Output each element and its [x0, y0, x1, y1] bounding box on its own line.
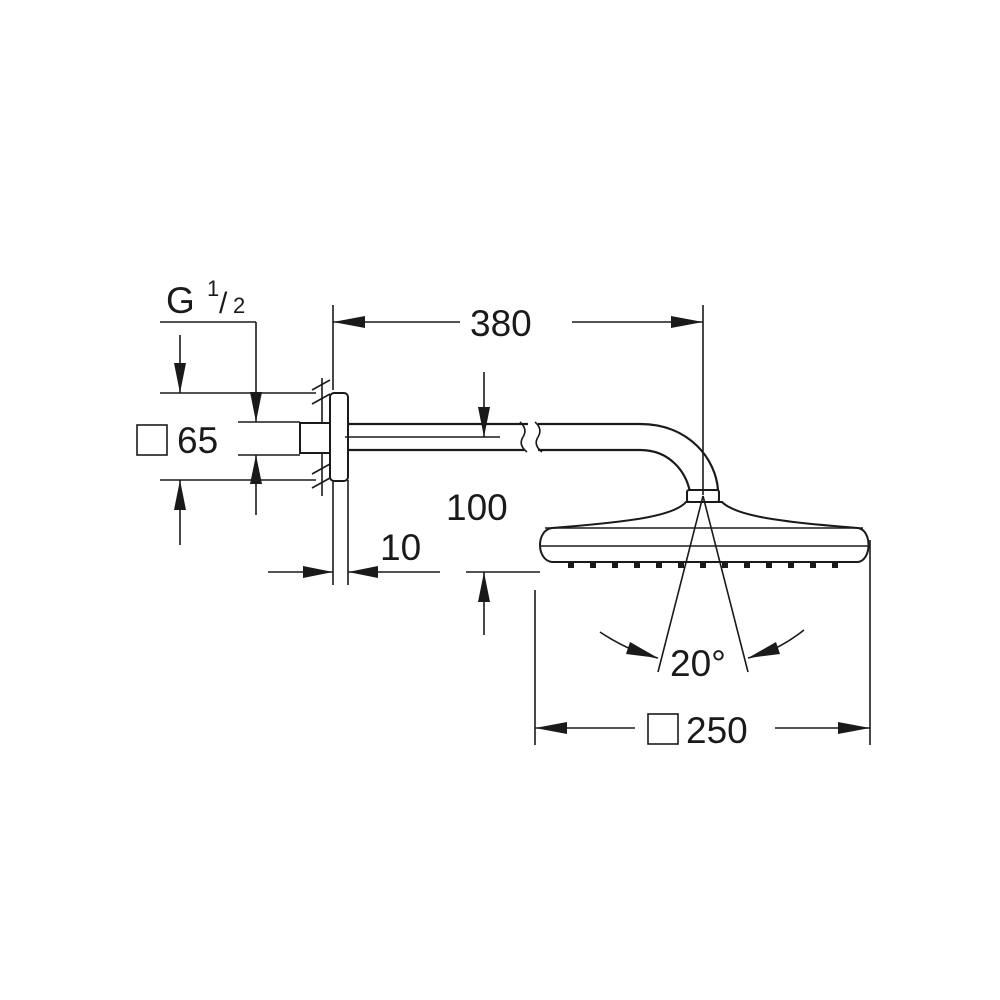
drop-height-value: 100 — [446, 487, 508, 528]
flange-size-value: 65 — [177, 420, 218, 461]
tilt-angle-dimension: 20° — [599, 495, 805, 684]
head-body — [539, 501, 870, 563]
shower-arm — [345, 421, 720, 493]
drop-height-dimension: 100 — [446, 372, 540, 635]
wall-flange — [299, 378, 349, 496]
thread-fraction-denominator: 2 — [233, 293, 245, 318]
thread-size-label: G 1 / 2 — [166, 276, 245, 321]
flange-depth-value: 10 — [380, 527, 421, 568]
thread-fraction-numerator: 1 — [207, 276, 219, 301]
flange-size-dimension: 65 — [136, 335, 316, 545]
square-symbol-icon — [136, 424, 168, 456]
thread-fraction-slash: / — [219, 287, 228, 320]
arm-length-dimension: 380 — [332, 303, 704, 495]
flange-depth-dimension: 10 — [268, 480, 440, 585]
square-symbol-icon — [647, 713, 679, 745]
thread-dimension-lines — [160, 321, 300, 515]
head-size-value: 250 — [686, 710, 748, 751]
tilt-angle-value: 20° — [670, 643, 726, 684]
thread-prefix: G — [166, 280, 195, 321]
nozzle-row — [568, 563, 838, 568]
arm-length-value: 380 — [470, 303, 532, 344]
shower-head — [539, 489, 870, 568]
head-size-dimension: 250 — [534, 540, 871, 751]
connector-block — [299, 422, 331, 454]
